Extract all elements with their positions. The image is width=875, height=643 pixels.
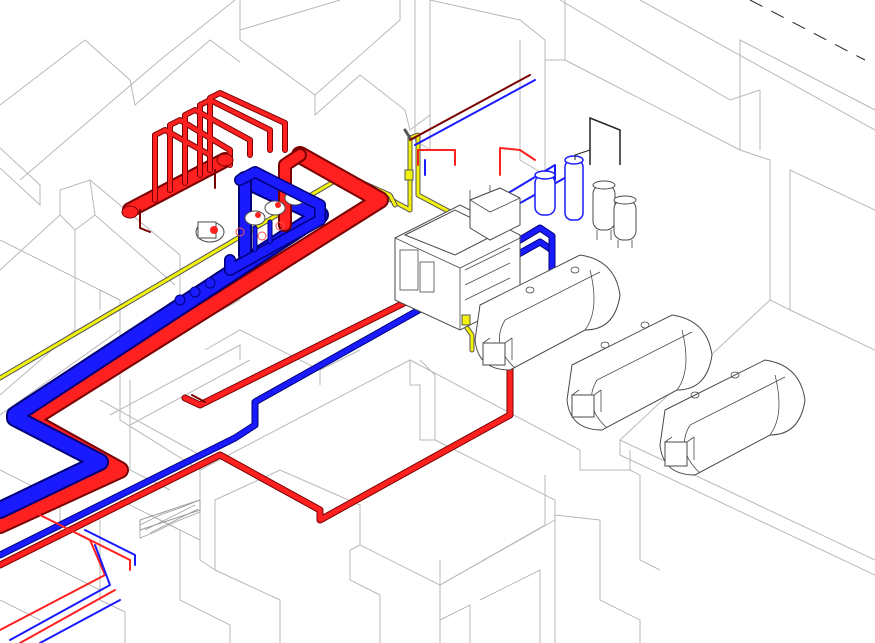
expansion-tank[interactable] <box>534 170 556 216</box>
floor-opening <box>139 499 201 539</box>
dashed-boundary-line <box>749 0 866 61</box>
gas-valve[interactable] <box>404 169 471 326</box>
expansion-tank[interactable] <box>564 155 584 221</box>
pump-skid[interactable] <box>174 166 326 306</box>
boilers[interactable] <box>474 254 806 476</box>
pump[interactable] <box>264 200 286 216</box>
boiler[interactable] <box>659 359 806 476</box>
boiler[interactable] <box>566 314 713 431</box>
expansion-tank[interactable] <box>592 180 616 240</box>
expansion-tank[interactable] <box>613 195 637 248</box>
boiler[interactable] <box>474 254 621 371</box>
supply-header-manifold[interactable] <box>121 90 288 233</box>
expansion-tanks[interactable] <box>534 116 637 248</box>
main-pipe-trunk[interactable] <box>0 146 389 534</box>
control-cabinet[interactable] <box>394 185 521 331</box>
pump[interactable] <box>195 221 225 243</box>
pump[interactable] <box>244 210 266 226</box>
